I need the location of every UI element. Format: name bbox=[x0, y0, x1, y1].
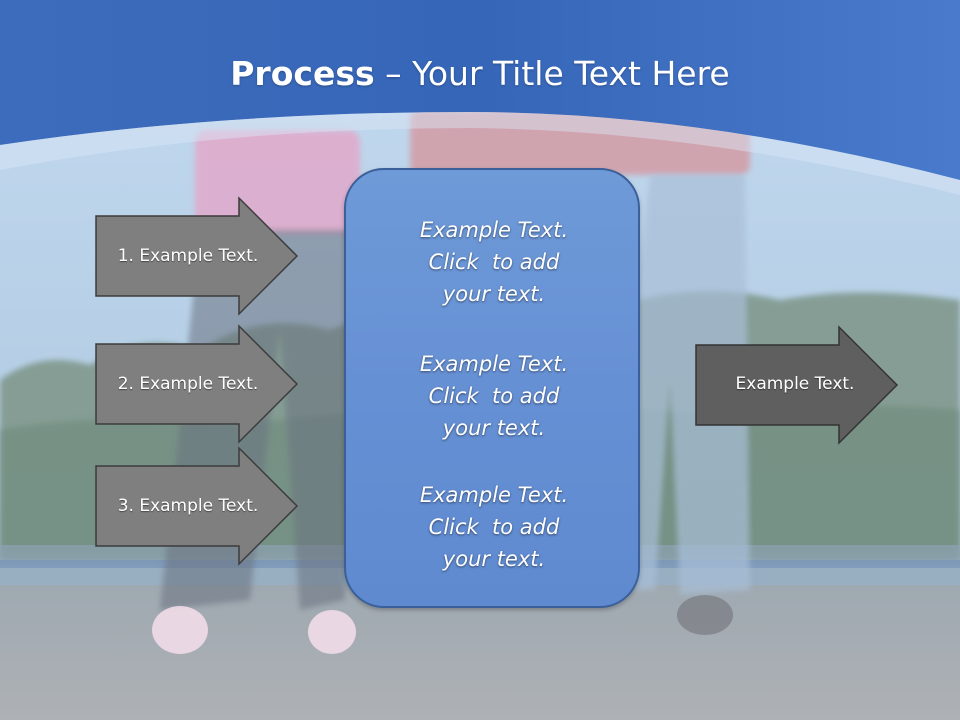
right-arrow-label: Example Text. bbox=[735, 374, 855, 394]
center-paragraph-line: Click to add bbox=[428, 515, 560, 539]
center-paragraph-line: Example Text. bbox=[419, 352, 569, 376]
left-arrow-2[interactable]: 2. Example Text. bbox=[95, 324, 299, 444]
arrow-shape bbox=[695, 325, 899, 445]
center-paragraph-1: Example Text. Click to add your text. bbox=[346, 214, 642, 310]
arrow-shape bbox=[95, 196, 299, 316]
center-paragraph-line: your text. bbox=[442, 282, 546, 306]
arrow-shape bbox=[95, 324, 299, 444]
right-arrow[interactable]: Example Text. bbox=[695, 325, 899, 445]
center-paragraph-2: Example Text. Click to add your text. bbox=[346, 348, 642, 444]
left-arrow-3[interactable]: 3. Example Text. bbox=[95, 446, 299, 566]
left-arrow-1[interactable]: 1. Example Text. bbox=[95, 196, 299, 316]
title-rest: – Your Title Text Here bbox=[374, 54, 730, 93]
center-paragraph-line: Example Text. bbox=[419, 483, 569, 507]
title-bold: Process bbox=[230, 54, 375, 93]
center-paragraph-line: Click to add bbox=[428, 384, 560, 408]
center-paragraph-3: Example Text. Click to add your text. bbox=[346, 479, 642, 575]
left-arrow-2-label: 2. Example Text. bbox=[117, 374, 259, 394]
center-text-box[interactable]: Example Text. Click to add your text. Ex… bbox=[344, 168, 640, 608]
center-paragraph-line: your text. bbox=[442, 547, 546, 571]
arrow-shape bbox=[95, 446, 299, 566]
slide-title: Process – Your Title Text Here bbox=[0, 52, 960, 96]
center-paragraph-line: your text. bbox=[442, 416, 546, 440]
center-paragraph-line: Click to add bbox=[428, 250, 560, 274]
center-paragraph-line: Example Text. bbox=[419, 218, 569, 242]
left-arrow-1-label: 1. Example Text. bbox=[117, 246, 259, 266]
title-banner bbox=[0, 0, 960, 195]
left-arrow-3-label: 3. Example Text. bbox=[117, 496, 259, 516]
